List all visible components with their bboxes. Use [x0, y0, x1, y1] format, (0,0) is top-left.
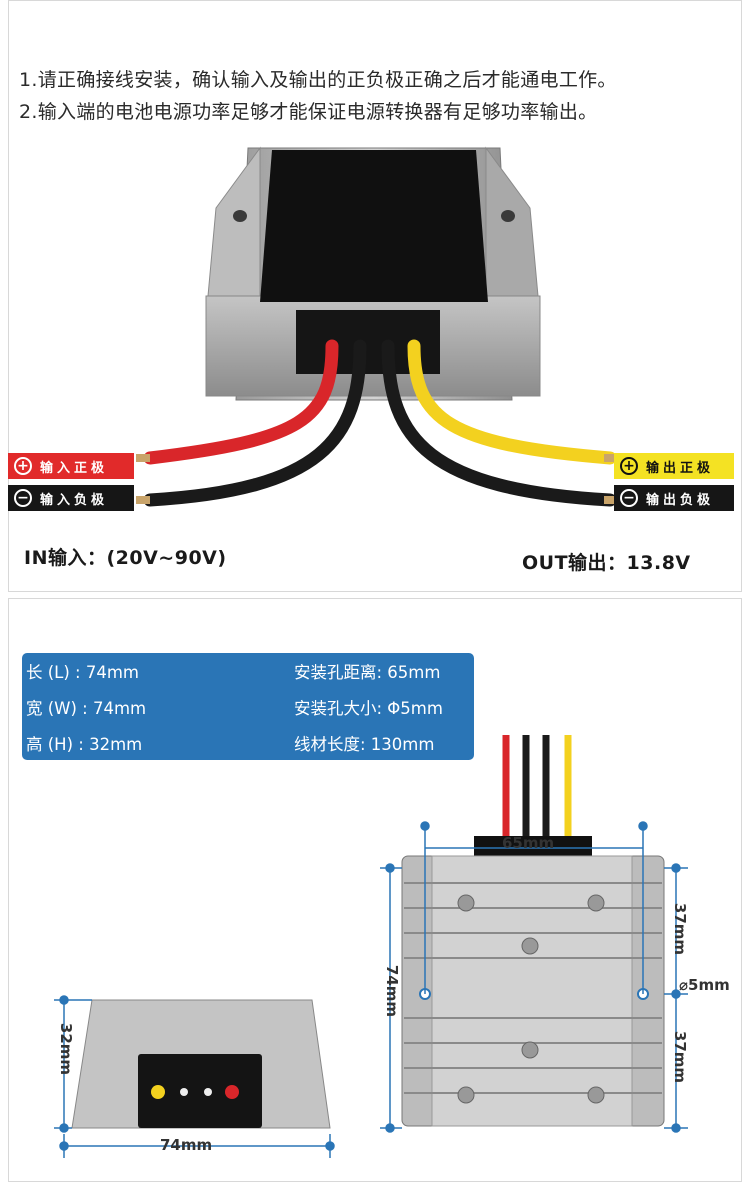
red-wire	[143, 339, 339, 465]
output-negative-text: 输出负极	[646, 492, 715, 508]
spec-height: 高 (H) : 32mm	[26, 735, 143, 754]
wiring-note-2: 2.输入端的电池电源功率足够才能保证电源转换器有足够功率输出。	[19, 101, 598, 123]
output-positive-label: + 输出正极	[614, 453, 734, 479]
side-view-dimension-lines	[54, 995, 335, 1158]
dim-lower-half: 37mm	[671, 1030, 690, 1084]
black-wire-output	[381, 339, 617, 507]
top-view-body	[401, 855, 665, 1127]
output-positive-text: 输出正极	[646, 460, 715, 476]
spec-hole-distance: 安装孔距离: 65mm	[294, 663, 441, 682]
spec-width: 宽 (W) : 74mm	[26, 699, 147, 718]
spec-hole-size: 安装孔大小: Φ5mm	[294, 699, 443, 718]
plus-icon: +	[14, 457, 32, 475]
wiring-note-1: 1.请正确接线安装，确认输入及输出的正负极正确之后才能通电工作。	[19, 69, 617, 91]
output-voltage: OUT输出：13.8V	[522, 552, 691, 574]
input-positive-label: + 输入正极	[8, 453, 134, 479]
black-wire-input	[143, 339, 367, 507]
dim-side-height: 32mm	[57, 1022, 76, 1076]
side-view-body	[71, 999, 331, 1129]
plus-icon: +	[620, 457, 638, 475]
minus-icon: −	[14, 489, 32, 507]
top-view-wires	[474, 735, 592, 856]
dimension-drawing	[54, 735, 688, 1158]
output-negative-label: − 输出负极	[614, 485, 734, 511]
top-view-dimension-lines	[380, 821, 688, 1133]
converter-photo	[136, 146, 618, 507]
yellow-wire	[407, 339, 617, 465]
dim-side-width: 74mm	[160, 1136, 213, 1154]
input-voltage: IN输入：(20V~90V)	[24, 547, 227, 569]
dim-hole-diameter: ⌀5mm	[679, 976, 730, 994]
minus-icon: −	[620, 489, 638, 507]
converter-body	[205, 146, 541, 401]
input-negative-text: 输入负极	[40, 492, 109, 508]
input-positive-text: 输入正极	[40, 460, 109, 476]
dim-body-height: 74mm	[383, 964, 402, 1018]
spec-box: 长 (L) : 74mm 宽 (W) : 74mm 高 (H) : 32mm 安…	[22, 653, 474, 760]
spec-length: 长 (L) : 74mm	[26, 663, 140, 682]
input-negative-label: − 输入负极	[8, 485, 134, 511]
spec-cable-length: 线材长度: 130mm	[294, 735, 435, 754]
dim-upper-half: 37mm	[671, 902, 690, 956]
dim-hole-span: 65mm	[502, 834, 555, 852]
